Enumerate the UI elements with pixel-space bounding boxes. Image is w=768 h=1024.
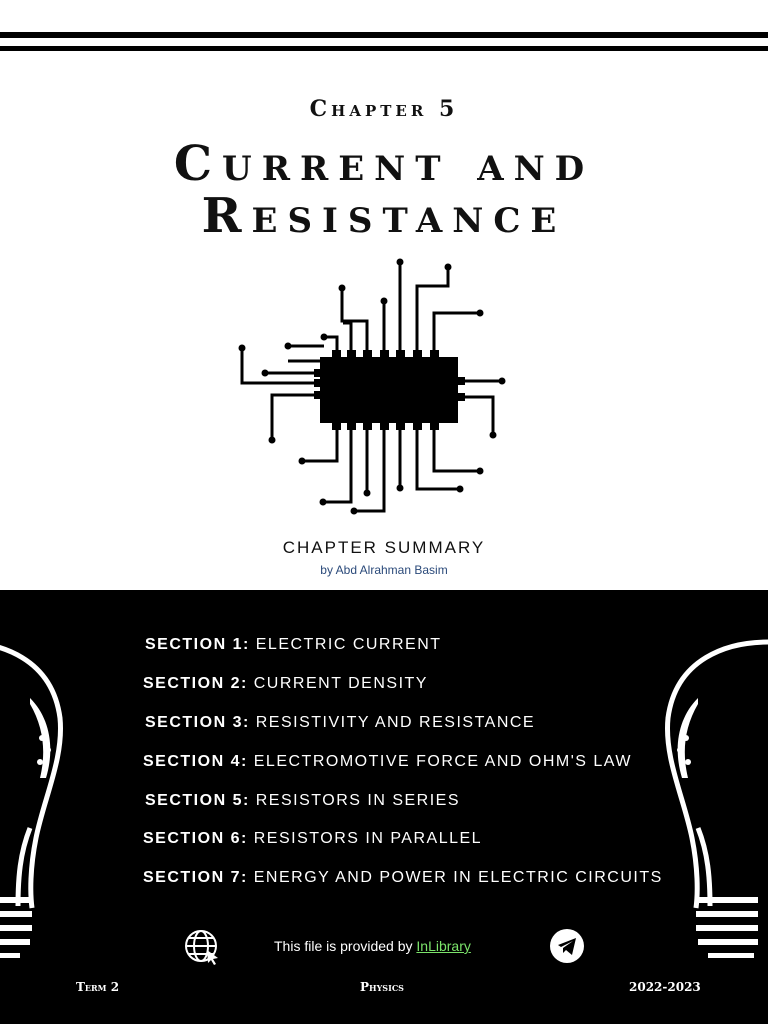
section-item[interactable]: SECTION 5: RESISTORS IN SERIES: [145, 792, 460, 810]
lightbulb-icon: [0, 645, 64, 958]
footer-subject: Physics: [360, 980, 404, 994]
provided-by-text: This file is provided by InLibrary: [274, 938, 471, 954]
title-line-2: Resistance: [201, 188, 567, 244]
section-item[interactable]: SECTION 4: ELECTROMOTIVE FORCE AND OHM'S…: [143, 753, 632, 771]
globe-icon[interactable]: [183, 928, 221, 966]
chapter-label: Chapter 5: [309, 96, 459, 122]
footer-term: Term 2: [76, 980, 120, 994]
section-item[interactable]: SECTION 1: ELECTRIC CURRENT: [145, 636, 442, 654]
lightbulb-icon: [664, 639, 768, 958]
section-title: CURRENT DENSITY: [253, 675, 428, 692]
provider-row: This file is provided by InLibrary: [0, 928, 768, 968]
chapter-summary-label: CHAPTER SUMMARY: [282, 538, 486, 557]
section-number: SECTION 2:: [143, 675, 248, 692]
section-item[interactable]: SECTION 6: RESISTORS IN PARALLEL: [143, 830, 482, 848]
section-title: RESISTORS IN SERIES: [255, 792, 460, 809]
section-title: RESISTORS IN PARALLEL: [253, 830, 483, 847]
section-title: ELECTRIC CURRENT: [255, 636, 442, 653]
author-credit: by Abd Alrahman Basim: [320, 563, 448, 577]
sections-panel: SECTION 1: ELECTRIC CURRENT SECTION 2: C…: [0, 590, 768, 1024]
top-rule-thin: [0, 46, 768, 51]
microchip-icon: [238, 258, 506, 515]
section-number: SECTION 5:: [145, 792, 250, 809]
inlibrary-link[interactable]: InLibrary: [416, 938, 471, 954]
section-number: SECTION 6:: [143, 830, 248, 847]
section-item[interactable]: SECTION 2: CURRENT DENSITY: [143, 675, 428, 693]
telegram-icon[interactable]: [549, 928, 585, 964]
section-title: ENERGY AND POWER IN ELECTRIC CIRCUITS: [253, 869, 663, 886]
section-number: SECTION 4:: [143, 753, 248, 770]
section-title: ELECTROMOTIVE FORCE AND OHM'S LAW: [253, 753, 632, 770]
title-line-1: Current and: [173, 136, 595, 192]
provided-by-label: This file is provided by: [274, 938, 417, 954]
section-item[interactable]: SECTION 3: RESISTIVITY AND RESISTANCE: [145, 714, 535, 732]
section-title: RESISTIVITY AND RESISTANCE: [255, 714, 536, 731]
section-number: SECTION 7:: [143, 869, 248, 886]
top-rule-thick: [0, 32, 768, 38]
section-item[interactable]: SECTION 7: ENERGY AND POWER IN ELECTRIC …: [143, 869, 663, 887]
section-number: SECTION 3:: [145, 714, 250, 731]
section-number: SECTION 1:: [145, 636, 250, 653]
chapter-title: Current and Resistance: [0, 138, 768, 242]
footer-year: 2022-2023: [629, 980, 701, 994]
